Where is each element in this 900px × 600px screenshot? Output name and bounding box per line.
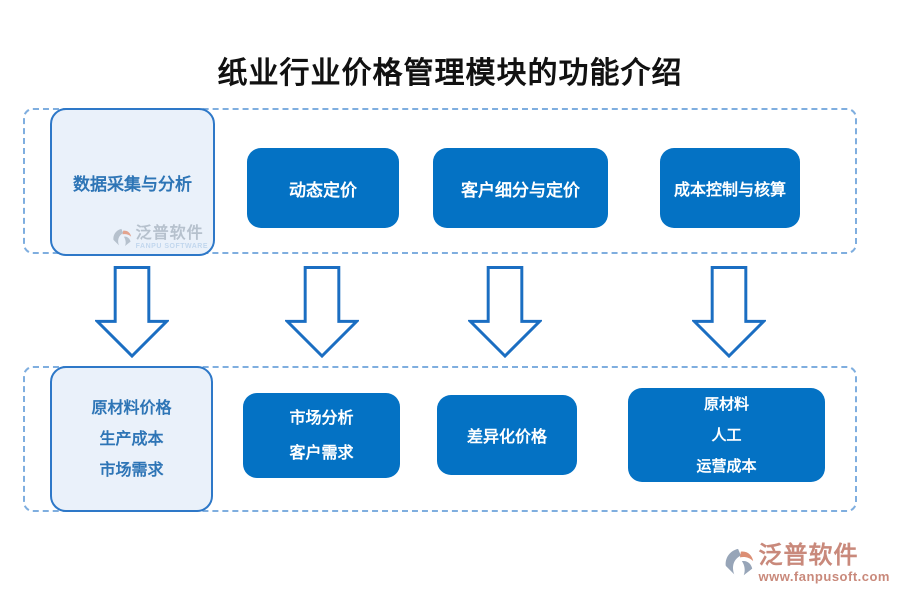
down-arrow-icon xyxy=(95,266,169,358)
box-cost-components: 原材料 人工 运营成本 xyxy=(628,388,825,482)
box-customer-demand-label: 客户需求 xyxy=(289,444,354,462)
box-market-analysis-customer-demand: 市场分析 客户需求 xyxy=(243,393,400,478)
box-data-collection-label: 数据采集与分析 xyxy=(73,174,192,194)
box-cost-components-line1: 原材料 xyxy=(703,395,749,413)
page-title: 纸业行业价格管理模块的功能介绍 xyxy=(217,57,683,90)
fanpu-logo-icon xyxy=(113,228,131,246)
box-dynamic-pricing: 动态定价 xyxy=(247,148,399,228)
box-differentiated-pricing-label: 差异化价格 xyxy=(466,429,547,446)
box-data-collection: 数据采集与分析 泛普软件 FANPU SOFTWARE xyxy=(50,108,215,256)
box-customer-segmentation-pricing: 客户细分与定价 xyxy=(433,148,608,228)
footer-brand-name: 泛普软件 xyxy=(758,543,859,569)
box-input-factors-line3: 市场需求 xyxy=(99,461,164,479)
footer-brand-url: www.fanpusoft.com xyxy=(758,569,890,584)
box-input-factors: 原材料价格 生产成本 市场需求 xyxy=(50,366,213,512)
watermark: 泛普软件 FANPU SOFTWARE xyxy=(111,226,208,250)
box-market-analysis-label: 市场分析 xyxy=(289,409,354,427)
watermark-brand: 泛普软件 xyxy=(135,225,204,242)
box-dynamic-pricing-label: 动态定价 xyxy=(289,180,357,200)
box-customer-segmentation-pricing-label: 客户细分与定价 xyxy=(461,180,580,200)
box-cost-components-line3: 运营成本 xyxy=(696,457,757,475)
down-arrow-icon xyxy=(468,266,542,358)
footer-brand: 泛普软件 www.fanpusoft.com xyxy=(722,544,890,583)
box-cost-control-accounting-label: 成本控制与核算 xyxy=(673,182,786,199)
box-cost-control-accounting: 成本控制与核算 xyxy=(660,148,800,228)
top-row-group xyxy=(23,108,857,254)
box-differentiated-pricing: 差异化价格 xyxy=(437,395,577,475)
fanpu-logo-icon xyxy=(726,548,754,576)
bottom-row-group xyxy=(23,366,857,512)
down-arrow-icon xyxy=(692,266,766,358)
box-input-factors-line2: 生产成本 xyxy=(99,430,164,448)
box-input-factors-line1: 原材料价格 xyxy=(91,399,172,417)
down-arrow-icon xyxy=(285,266,359,358)
box-cost-components-line2: 人工 xyxy=(711,426,742,444)
watermark-brand-en: FANPU SOFTWARE xyxy=(135,243,208,250)
